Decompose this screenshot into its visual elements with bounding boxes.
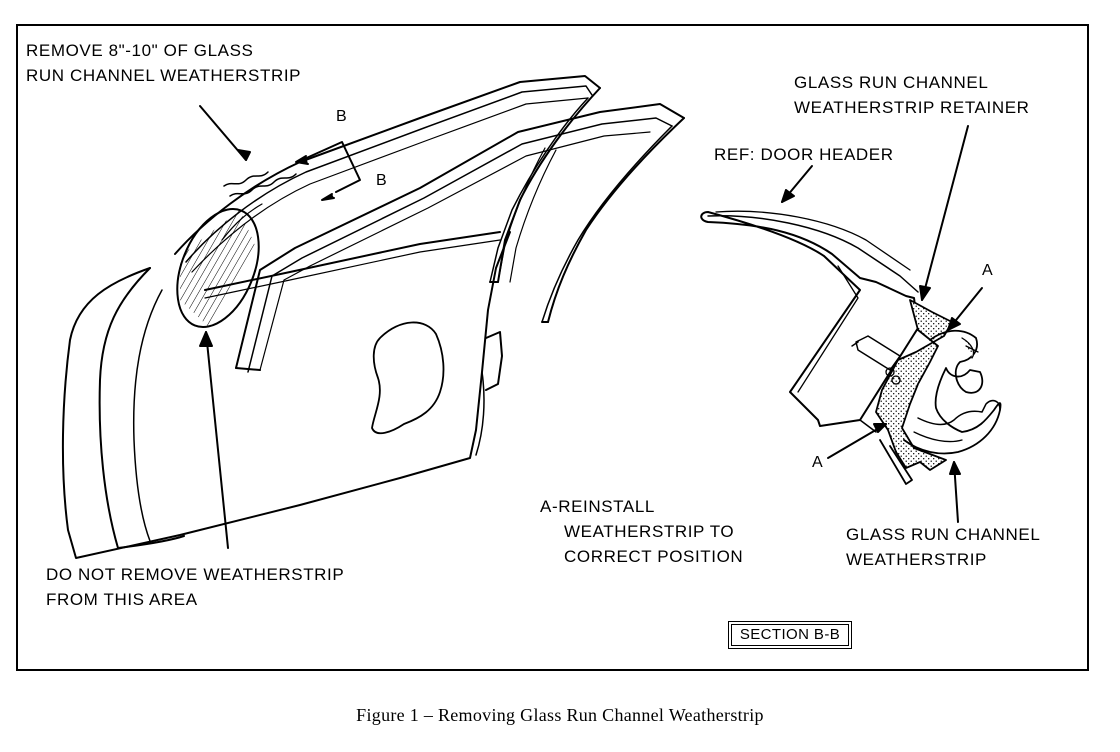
label-weatherstrip-line1: GLASS RUN CHANNEL (846, 525, 1041, 544)
label-do-not-remove-line2: FROM THIS AREA (46, 590, 198, 609)
section-cut-marks (295, 141, 361, 201)
label-remove-strip-line2: RUN CHANNEL WEATHERSTRIP (26, 66, 302, 85)
glass-run-weatherstrip (903, 329, 1002, 455)
weatherstrip-retainer (875, 299, 953, 471)
figure-frame (16, 24, 1089, 671)
label-reinstall-line2: WEATHERSTRIP TO (564, 522, 735, 541)
label-reinstall-line3: CORRECT POSITION (564, 547, 744, 566)
label-do-not-remove: DO NOT REMOVE WEATHERSTRIP FROM THIS ARE… (46, 562, 344, 612)
label-weatherstrip-line2: WEATHERSTRIP (846, 550, 988, 569)
leader-do-not-remove (205, 331, 229, 549)
label-door-header-text: REF: DOOR HEADER (714, 145, 894, 164)
door-illustration (61, 231, 511, 559)
figure-caption: Figure 1 – Removing Glass Run Channel We… (356, 705, 764, 725)
label-remove-strip-line1: REMOVE 8"-10" OF GLASS (26, 41, 254, 60)
section-marker-b-lower: B (376, 172, 387, 189)
label-do-not-remove-line1: DO NOT REMOVE WEATHERSTRIP (46, 565, 345, 584)
label-retainer-line2: WEATHERSTRIP RETAINER (794, 98, 1030, 117)
detail-marker-a-lower: A (812, 454, 823, 471)
door-cutout (371, 321, 445, 435)
door-header-outline (700, 211, 919, 427)
leader-retainer (921, 125, 969, 301)
section-label-box: SECTION B-B (728, 621, 852, 649)
section-b-b-detail (700, 210, 1002, 485)
no-remove-zone-ellipse (176, 207, 260, 329)
door-header-channel (235, 103, 685, 373)
label-retainer: GLASS RUN CHANNEL WEATHERSTRIP RETAINER (794, 70, 1030, 120)
section-marker-b-upper: B (336, 108, 347, 125)
detail-marker-a-upper: A (982, 262, 993, 279)
door-outer-panel (61, 231, 511, 559)
label-remove-strip: REMOVE 8"-10" OF GLASS RUN CHANNEL WEATH… (26, 38, 301, 88)
label-weatherstrip: GLASS RUN CHANNEL WEATHERSTRIP (846, 522, 1040, 572)
label-door-header: REF: DOOR HEADER (714, 142, 894, 167)
section-label: SECTION B-B (739, 626, 841, 643)
label-retainer-line1: GLASS RUN CHANNEL (794, 73, 989, 92)
removed-strip-wave (229, 173, 297, 197)
window-glass (917, 399, 1001, 426)
label-reinstall-line1: A-REINSTALL (540, 497, 655, 516)
removal-area (176, 207, 260, 329)
retainer-bolt (855, 335, 901, 371)
label-reinstall: A-REINSTALL WEATHERSTRIP TO CORRECT POSI… (540, 494, 743, 569)
